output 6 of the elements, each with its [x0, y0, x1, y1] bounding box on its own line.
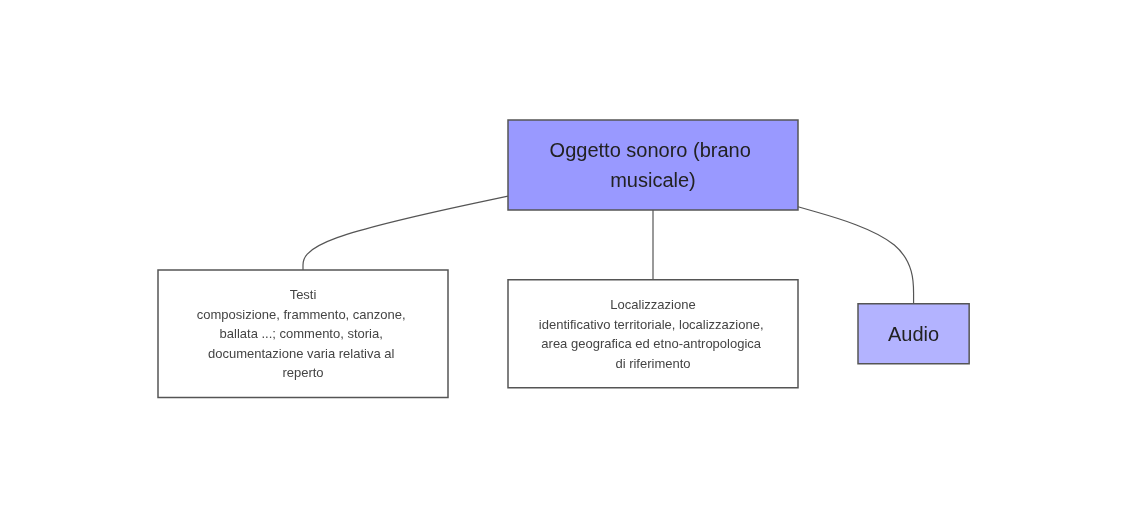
node-box: Localizzazione identificativo territoriale, localizzazione, area geografica ed etno-antropologica di riferimento	[507, 279, 800, 389]
node-box: Testi composizione, frammento, canzone, ballata ...; commento, storia, documentazione varia relativa al reperto	[157, 269, 450, 399]
node-box: Oggetto sonoro (brano musicale)	[507, 119, 800, 211]
connector	[652, 209, 654, 281]
connector	[797, 206, 915, 305]
node-box: Audio	[857, 303, 971, 365]
